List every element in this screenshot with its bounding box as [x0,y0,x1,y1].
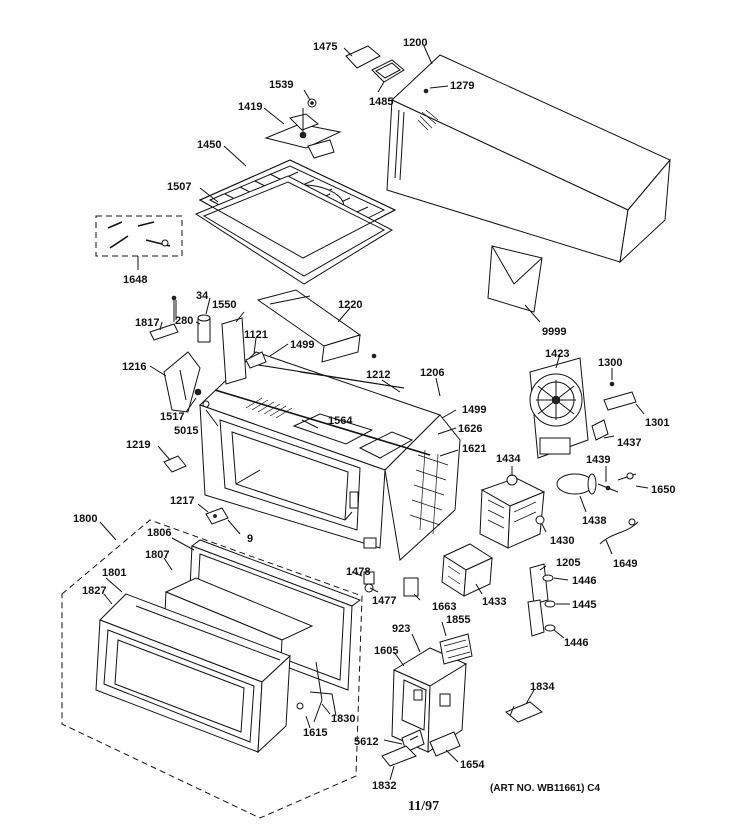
magnetron-drawing [479,474,546,549]
part-label-1279: 1279 [450,80,474,92]
hardware-bag-drawing [95,215,183,270]
part-label-280: 280 [175,315,193,327]
part-label-1807: 1807 [145,549,169,561]
part-label-1499-lower: 1499 [462,404,486,416]
part-label-1507: 1507 [167,181,191,193]
footer: 11/97 (ART NO. WB11661) C4 [408,783,600,814]
part-label-1817: 1817 [135,317,159,329]
manual-envelope-drawing [487,245,543,323]
small-parts-top-drawing [307,45,405,108]
part-label-1220: 1220 [338,299,362,311]
part-label-1430: 1430 [550,535,574,547]
part-label-1450: 1450 [197,139,221,151]
art-number: (ART NO. WB11661) C4 [490,783,600,794]
control-panel-drawing [381,633,473,767]
part-label-1832: 1832 [372,780,396,792]
part-1834-drawing [505,701,543,723]
part-label-1830: 1830 [331,713,355,725]
part-label-5015: 5015 [174,425,198,437]
part-label-1539: 1539 [269,79,293,91]
part-label-1550: 1550 [212,299,236,311]
part-label-1475: 1475 [313,41,337,53]
part-label-1605: 1605 [374,645,398,657]
door-switch-drawing [527,563,556,637]
rack-and-tray-drawing [194,159,397,285]
part-label-1499-upper: 1499 [290,339,314,351]
part-label-1477: 1477 [372,595,396,607]
part-label-1485: 1485 [369,96,393,108]
part-label-1423: 1423 [545,348,569,360]
part-label-1446-lower: 1446 [564,637,588,649]
cavity-chassis-drawing [199,351,461,561]
part-label-1650: 1650 [651,484,675,496]
drawing-date: 11/97 [408,799,439,814]
part-label-1301: 1301 [645,417,669,429]
part-label-1219: 1219 [126,439,150,451]
part-label-1200: 1200 [403,37,427,49]
part-label-1434: 1434 [496,453,521,465]
part-label-1517: 1517 [160,411,184,423]
drawing-artwork [61,45,671,819]
part-number-labels: 1475 1200 1279 1539 1485 1419 1450 1507 … [73,37,675,792]
part-label-1855: 1855 [446,614,470,626]
part-label-1206: 1206 [420,367,444,379]
part-label-1205: 1205 [556,557,580,569]
part-label-1800: 1800 [73,513,97,525]
part-label-1654: 1654 [460,759,485,771]
leader-lines [99,45,649,781]
door-assembly-drawing [61,519,363,819]
part-label-1827: 1827 [82,585,106,597]
part-label-923: 923 [392,623,410,635]
stirrer-drawing [264,108,342,159]
part-label-9: 9 [247,533,253,545]
part-label-1300: 1300 [598,357,622,369]
air-guide-drawing [256,289,377,363]
part-label-1806: 1806 [147,527,171,539]
part-label-34: 34 [196,290,209,302]
part-label-1433: 1433 [482,596,506,608]
part-label-1648: 1648 [123,274,147,286]
part-label-1478: 1478 [346,566,370,578]
part-label-1649: 1649 [613,558,637,570]
part-label-1121: 1121 [244,329,268,341]
part-label-1212: 1212 [366,369,390,381]
part-label-1834: 1834 [530,681,555,693]
part-label-1564: 1564 [328,415,353,427]
part-label-1446-upper: 1446 [572,575,596,587]
capacitor-diode-drawing [556,472,639,545]
part-label-1217: 1217 [170,495,194,507]
part-label-9999: 9999 [542,326,566,338]
part-label-5612: 5612 [354,736,378,748]
fan-bracket-parts-drawing [591,381,637,441]
lower-brackets-drawing [163,455,241,535]
part-label-1615: 1615 [303,727,327,739]
outer-case-drawing [386,54,671,264]
part-label-1216: 1216 [122,361,146,373]
part-label-1801: 1801 [102,567,126,579]
part-label-1438: 1438 [582,515,606,527]
part-label-1621: 1621 [462,443,486,455]
part-label-1445: 1445 [572,599,596,611]
part-label-1626: 1626 [458,423,482,435]
part-label-1419: 1419 [238,101,262,113]
part-label-1663: 1663 [432,601,456,613]
left-bracket-parts-drawing [149,295,267,413]
part-label-1437: 1437 [617,437,641,449]
part-label-1439: 1439 [586,454,610,466]
fan-motor-drawing [529,357,589,459]
transformer-drawing [363,543,494,597]
